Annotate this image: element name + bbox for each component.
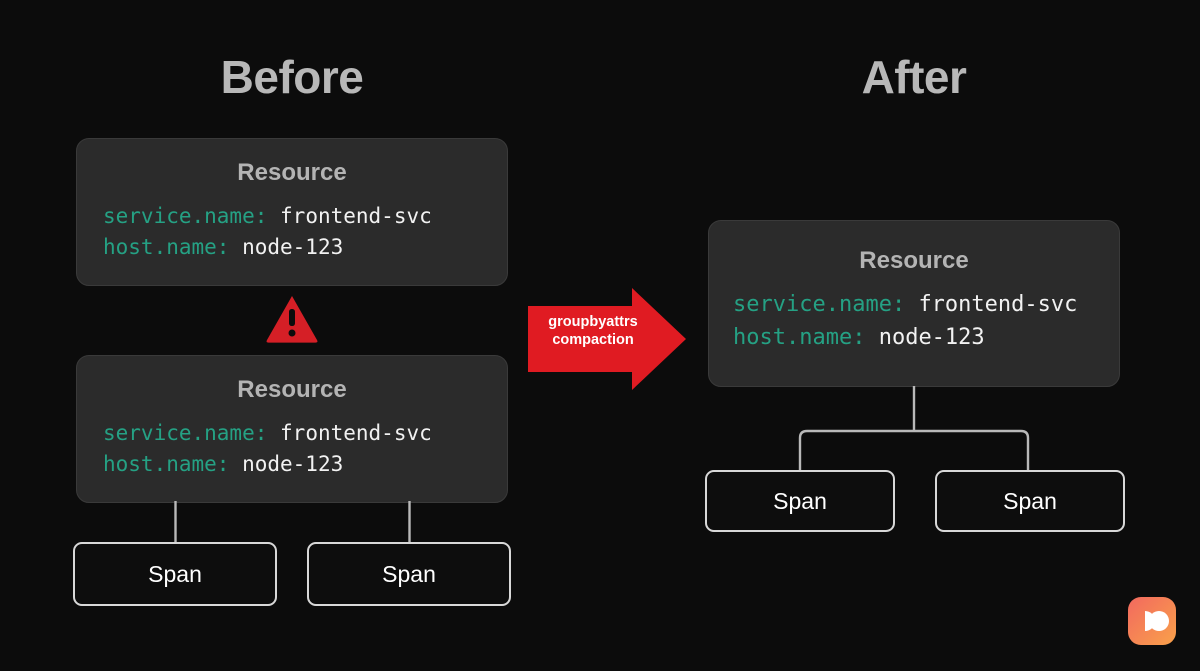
panel-heading-before: Before: [220, 51, 364, 103]
attribute-value: frontend-svc: [918, 292, 1078, 317]
attribute-key: service.name:: [733, 292, 906, 317]
panel-heading-after: After: [861, 51, 967, 103]
resource-attribute-list: service.name: frontend-svc host.name: no…: [77, 201, 507, 263]
resource-attribute-list: service.name: frontend-svc host.name: no…: [77, 418, 507, 480]
before-span-box-1: Span: [73, 542, 277, 606]
before-resource-card-2: Resource service.name: frontend-svc host…: [76, 355, 508, 503]
attribute-row: service.name: frontend-svc: [103, 201, 493, 232]
attribute-key: host.name:: [103, 452, 230, 477]
before-span-connectors: [174, 501, 411, 544]
attribute-key: host.name:: [733, 324, 866, 350]
attribute-row: service.name: frontend-svc: [103, 418, 493, 449]
before-span-box-2: Span: [307, 542, 511, 606]
warning-triangle-icon: [265, 294, 319, 344]
attribute-value: node-123: [242, 235, 344, 260]
attribute-row: host.name: node-123: [733, 322, 1105, 355]
attribute-key: service.name:: [103, 204, 268, 228]
after-span-box-2: Span: [935, 470, 1125, 532]
resource-title: Resource: [859, 247, 969, 274]
before-resource-card-1: Resource service.name: frontend-svc host…: [76, 138, 508, 286]
after-span-connectors: [798, 386, 1030, 472]
resource-title: Resource: [237, 159, 347, 186]
attribute-value: frontend-svc: [280, 204, 432, 228]
attribute-value: node-123: [242, 452, 344, 477]
resource-attribute-list: service.name: frontend-svc host.name: no…: [709, 289, 1119, 354]
resource-title: Resource: [237, 376, 347, 403]
after-resource-card: Resource service.name: frontend-svc host…: [708, 220, 1120, 387]
attribute-value: frontend-svc: [280, 421, 432, 445]
attribute-key: service.name:: [103, 421, 268, 445]
after-span-box-1: Span: [705, 470, 895, 532]
attribute-row: service.name: frontend-svc: [733, 289, 1105, 322]
brand-logo-icon: [1128, 597, 1176, 645]
attribute-value: node-123: [878, 324, 985, 350]
right-arrow-icon: [528, 288, 686, 390]
attribute-key: host.name:: [103, 235, 230, 260]
attribute-row: host.name: node-123: [103, 232, 493, 263]
attribute-row: host.name: node-123: [103, 449, 493, 480]
